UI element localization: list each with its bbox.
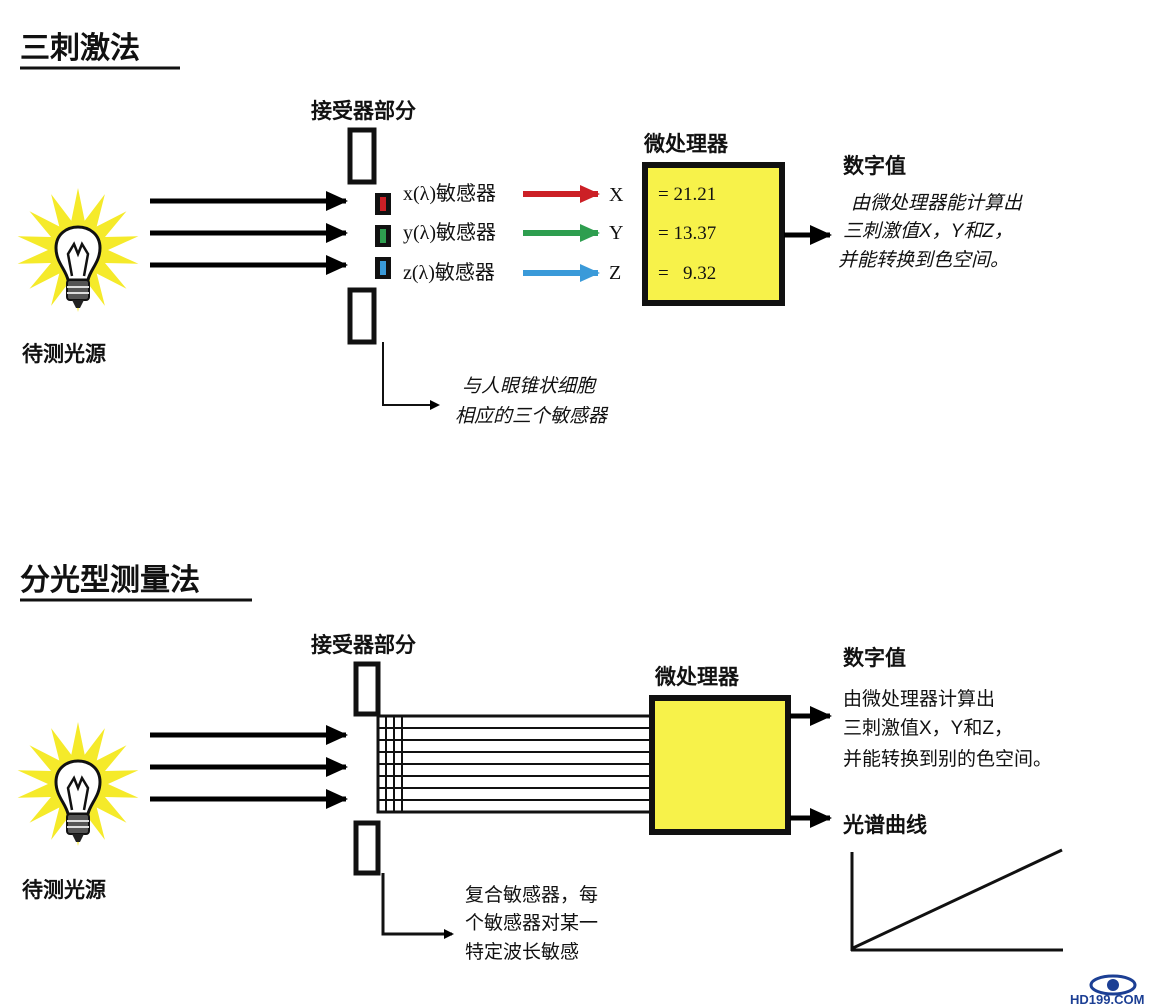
light-source-label: 待测光源 [22,878,106,902]
logo-text: HD199.COM [1070,992,1144,1007]
sensor-z: z(λ)敏感器 Z [375,257,621,284]
sensor-note-line: 个敏感器对某一 [465,912,598,934]
receptor-heading: 接受器部分 [311,99,416,123]
spectrum-curve-graph [850,848,1063,952]
digital-value-desc-line: 并能转换到色空间。 [838,249,1009,271]
processor-heading: 微处理器 [643,132,729,156]
sensor-y-label: y(λ)敏感器 [403,221,496,244]
spectrum-curve-heading: 光谱曲线 [842,813,927,837]
digital-value-desc-line: 并能转换到别的色空间。 [843,748,1052,770]
sensor-note-leader [381,873,454,939]
spectrum-curve-line [852,848,1063,950]
eye-logo-icon [1089,974,1137,996]
spectro-title: 分光型测量法 [20,564,200,597]
digital-value-desc-line: 由微处理器计算出 [843,688,995,710]
sensor-array-bundle [376,714,654,814]
processor-box [642,162,785,306]
eye-logo-pupil [1107,979,1119,991]
output-z-letter: Z [609,262,621,284]
digital-value-desc-line: 三刺激值X，Y和Z， [843,717,1013,739]
sensor-y-indicator [380,229,386,243]
sensor-x-indicator [380,197,386,211]
sensor-note-line: 复合敏感器，每 [465,884,598,906]
sensor-note-leader [382,342,440,410]
sensor-x: x(λ)敏感器 X [375,182,624,215]
sensor-y: y(λ)敏感器 Y [375,221,623,247]
processor-value-x: = 21.21 [658,184,716,205]
receptor-housing-bottom [347,287,377,345]
sensor-x-label: x(λ)敏感器 [403,182,496,205]
digital-value-heading: 数字值 [843,154,906,178]
processor-value-z: = 9.32 [658,263,716,284]
tristimulus-section: 三刺激法 待测光源 接受器部分 x(λ)敏感器 X y(λ)敏感器 Y [16,32,1023,427]
receptor-housing-bottom [353,820,381,876]
receptor-housing-top [353,661,381,717]
sensor-z-indicator [380,261,386,275]
tristimulus-title: 三刺激法 [20,32,140,65]
light-bulb-icon [16,186,140,314]
output-x-letter: X [609,184,624,206]
digital-value-desc-line: 三刺激值X，Y和Z， [843,221,1013,242]
receptor-housing-top [347,127,377,185]
digital-value-desc-line: 由微处理器能计算出 [851,192,1023,214]
light-arrows [150,191,348,275]
spectro-section: 分光型测量法 待测光源 接受器部分 微处理器 数 [16,564,1063,963]
sensor-note-line: 相应的三个敏感器 [455,405,609,427]
sensor-note-line: 特定波长敏感 [465,941,579,963]
digital-value-heading: 数字值 [843,646,906,670]
processor-box [649,695,791,835]
processor-value-y: = 13.37 [658,223,716,244]
processor-heading: 微处理器 [654,665,740,689]
receptor-heading: 接受器部分 [311,633,416,657]
light-arrows [150,725,348,809]
light-bulb-icon [16,720,140,848]
output-y-letter: Y [609,222,623,244]
site-logo: HD199.COM [1070,974,1144,1007]
sensor-note-line: 与人眼锥状细胞 [462,375,597,397]
sensor-z-label: z(λ)敏感器 [403,261,495,284]
light-source-label: 待测光源 [22,342,106,366]
